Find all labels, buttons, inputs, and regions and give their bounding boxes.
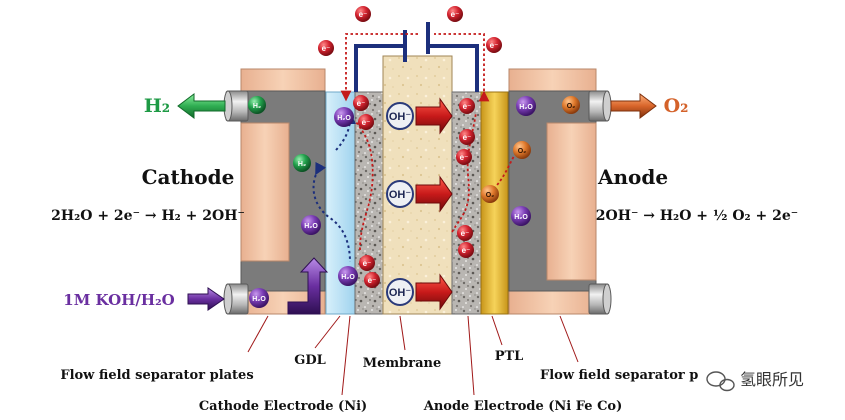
feed-input-arrow: 1M KOH/H₂O — [63, 287, 225, 311]
feed-flow-arrow-internal — [287, 257, 329, 315]
svg-text:H₂O: H₂O — [337, 115, 351, 122]
hydroxide-arrow-middle: OH⁻ — [386, 175, 453, 213]
ptl-label: PTL — [495, 349, 524, 364]
water-molecule: H₂O — [249, 288, 269, 308]
svg-text:H₂: H₂ — [298, 161, 306, 168]
oxygen-molecule: O₂ — [513, 141, 531, 159]
hydroxide-label: OH⁻ — [389, 287, 412, 299]
hydrogen-molecule: H₂ — [293, 154, 311, 172]
svg-text:e⁻: e⁻ — [461, 229, 470, 238]
svg-text:e⁻: e⁻ — [460, 153, 469, 162]
electrons: e⁻ e⁻ e⁻ e⁻ e⁻ e⁻ e⁻ e⁻ e⁻ e⁻ e⁻ e⁻ e⁻ — [318, 6, 502, 288]
electron-ball: e⁻ — [457, 225, 473, 241]
hydrogen-output-arrow: H₂ — [144, 93, 226, 119]
cathode-title: Cathode — [142, 165, 235, 189]
membrane-label: Membrane — [363, 356, 442, 371]
flow-field-plates-label-right: Flow field separator p — [540, 368, 698, 383]
svg-text:e⁻: e⁻ — [463, 102, 472, 111]
pipe-cathode-bottom — [223, 283, 249, 315]
svg-text:e⁻: e⁻ — [462, 246, 471, 255]
gdl-label: GDL — [294, 353, 326, 368]
electron-ball: e⁻ — [358, 114, 374, 130]
cathode-flow-field-plate — [240, 68, 326, 315]
anode-title: Anode — [597, 165, 668, 189]
anode-electrode-layer — [451, 91, 482, 315]
cathode-equation: 2H₂O + 2e⁻ → H₂ + 2OH⁻ — [51, 208, 245, 224]
wechat-logo-icon — [706, 371, 735, 392]
svg-text:H₂O: H₂O — [341, 274, 355, 281]
electron-ball: e⁻ — [456, 149, 472, 165]
electron-ball: e⁻ — [318, 40, 334, 56]
molecules: H₂O H₂O H₂O H₂O H₂O H₂O H₂ H₂ O₂ O₂ O₂ — [248, 96, 580, 308]
svg-text:O₂: O₂ — [518, 148, 527, 155]
hydroxide-transport: OH⁻ OH⁻ OH⁻ — [386, 97, 453, 311]
external-circuit-wire — [354, 22, 479, 92]
svg-text:e⁻: e⁻ — [451, 10, 460, 19]
hydrogen-diffusion-path — [312, 112, 356, 263]
electron-ball: e⁻ — [364, 272, 380, 288]
oxygen-molecule: O₂ — [481, 185, 499, 203]
watermark-text: 氢眼所见 — [740, 371, 804, 389]
svg-text:H₂O: H₂O — [519, 104, 533, 111]
svg-text:e⁻: e⁻ — [362, 118, 371, 127]
svg-text:e⁻: e⁻ — [363, 259, 372, 268]
porous-transport-layer — [480, 91, 509, 315]
electron-ball: e⁻ — [353, 95, 369, 111]
pipe-cathode-top — [223, 90, 249, 122]
pipe-anode-bottom — [588, 283, 612, 315]
anode-equation: 2OH⁻ → H₂O + ½ O₂ + 2e⁻ — [596, 208, 798, 224]
electron-ball: e⁻ — [486, 37, 502, 53]
svg-text:O₂: O₂ — [486, 192, 495, 199]
hydroxide-label: OH⁻ — [389, 111, 412, 123]
water-molecule: H₂O — [338, 266, 358, 286]
hydrogen-output-label: H₂ — [144, 95, 170, 117]
feed-input-label: 1M KOH/H₂O — [63, 291, 174, 309]
svg-text:e⁻: e⁻ — [368, 276, 377, 285]
electron-ball: e⁻ — [458, 242, 474, 258]
oxygen-molecule: O₂ — [562, 96, 580, 114]
electron-ball: e⁻ — [447, 6, 463, 22]
svg-text:H₂O: H₂O — [304, 223, 318, 230]
electron-ball: e⁻ — [459, 129, 475, 145]
pipe-anode-top — [588, 90, 612, 122]
hydroxide-arrow-top: OH⁻ — [386, 97, 453, 135]
svg-text:e⁻: e⁻ — [357, 99, 366, 108]
water-molecule: H₂O — [516, 96, 536, 116]
flow-field-plates-label-left: Flow field separator plates — [60, 368, 253, 383]
oxygen-output-arrow: O₂ — [610, 93, 689, 119]
water-molecule: H₂O — [511, 206, 531, 226]
oxygen-output-label: O₂ — [664, 95, 689, 117]
electron-ball: e⁻ — [359, 255, 375, 271]
hydroxide-arrow-bottom: OH⁻ — [386, 273, 453, 311]
water-molecule: H₂O — [334, 107, 354, 127]
svg-text:H₂O: H₂O — [252, 296, 266, 303]
electron-ball: e⁻ — [355, 6, 371, 22]
hydroxide-label: OH⁻ — [389, 189, 412, 201]
svg-text:e⁻: e⁻ — [322, 44, 331, 53]
svg-text:e⁻: e⁻ — [463, 133, 472, 142]
watermark: 氢眼所见 — [706, 371, 804, 392]
hydrogen-molecule: H₂ — [248, 96, 266, 114]
svg-text:e⁻: e⁻ — [359, 10, 368, 19]
callout-leaders — [247, 315, 579, 396]
cathode-electrode-label: Cathode Electrode (Ni) — [199, 399, 367, 414]
electron-ball: e⁻ — [459, 98, 475, 114]
anode-electrode-label: Anode Electrode (Ni Fe Co) — [423, 399, 623, 414]
svg-text:H₂: H₂ — [253, 103, 261, 110]
water-molecule: H₂O — [301, 215, 321, 235]
svg-text:e⁻: e⁻ — [490, 41, 499, 50]
svg-text:H₂O: H₂O — [514, 214, 528, 221]
svg-text:O₂: O₂ — [567, 103, 576, 110]
